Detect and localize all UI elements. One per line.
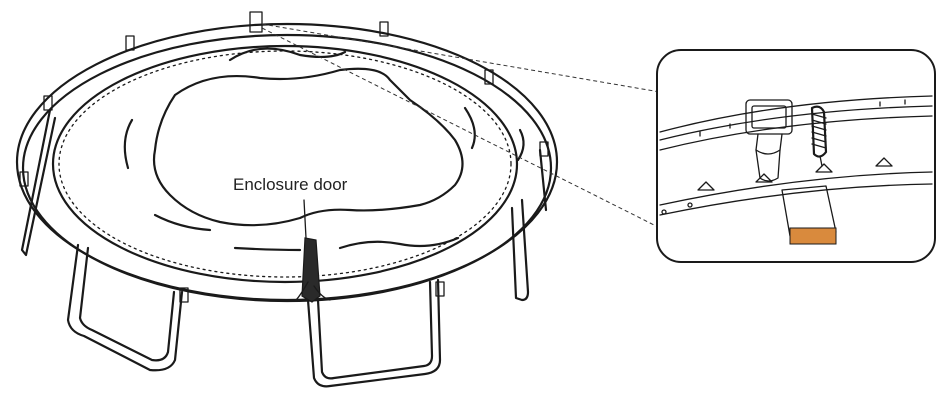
rail-holes [661, 99, 906, 215]
spring-icon [810, 105, 828, 167]
enclosure-door-label: Enclosure door [233, 175, 348, 194]
zoom-leader-lines [261, 23, 661, 229]
enclosure-door [295, 199, 331, 303]
trampoline-legs [20, 108, 548, 388]
detail-inset [656, 49, 936, 263]
pole-brackets [19, 11, 549, 303]
mat-creases [123, 47, 525, 252]
v-rings [697, 157, 893, 191]
highlight-tab [789, 227, 837, 245]
trampoline-frame [15, 22, 559, 303]
